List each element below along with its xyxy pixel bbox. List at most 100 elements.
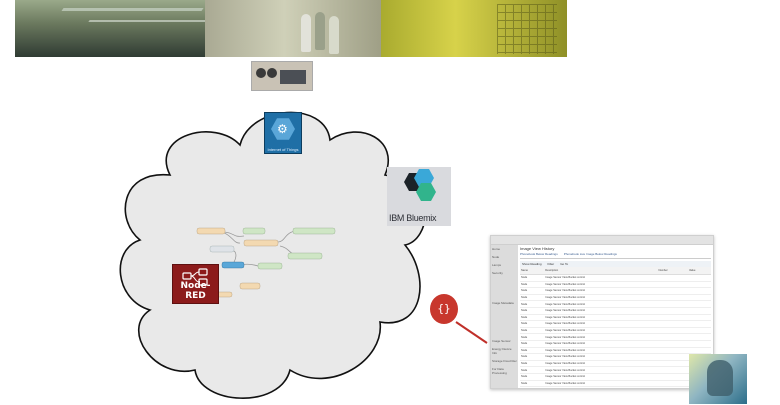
table-cell: Node xyxy=(520,366,545,374)
table-cell xyxy=(657,307,688,315)
col-name[interactable]: Name xyxy=(520,267,545,275)
table-cell xyxy=(687,347,711,355)
tab-readings[interactable]: Phonebook Below Readings xyxy=(520,252,558,256)
table-cell xyxy=(657,320,688,328)
header-photo-strip xyxy=(15,0,567,57)
table-cell: Node xyxy=(520,314,545,322)
table-cell: Node xyxy=(520,340,545,348)
table-cell: Node xyxy=(520,281,545,289)
dashboard-title: Image View History xyxy=(520,246,555,251)
sidebar-item[interactable]: Home xyxy=(492,247,501,251)
sidebar-item[interactable]: Image Metadata xyxy=(492,301,514,305)
json-badge: {} xyxy=(430,294,458,324)
sidebar-item[interactable]: Node xyxy=(492,255,500,259)
table-cell: Node xyxy=(520,333,545,341)
table-cell: Node xyxy=(520,327,545,335)
sidebar-item[interactable]: For Data Processing xyxy=(492,367,507,375)
connector-line xyxy=(455,321,488,344)
table-cell xyxy=(657,380,688,388)
tab-live-image[interactable]: Phonebook Live Image Below Readings xyxy=(563,252,617,256)
helmet-photo xyxy=(689,354,747,404)
table-cell: Node xyxy=(520,373,545,381)
hexagon-logo-icon xyxy=(404,169,436,201)
table-cell xyxy=(657,274,688,282)
internet-of-things-tile: ⚙ Internet of Things xyxy=(264,112,302,154)
col-value[interactable]: Value xyxy=(687,267,711,275)
table-cell: Node xyxy=(520,274,545,282)
table-cell: Image Sensor View Bucket control xyxy=(544,287,658,295)
table-cell: Image Sensor View Bucket control xyxy=(544,386,658,388)
table-cell: Image Sensor View Bucket control xyxy=(544,327,658,335)
table-cell xyxy=(687,320,711,328)
table-cell: Image Sensor View Bucket control xyxy=(544,274,658,282)
table-cell xyxy=(687,294,711,302)
table-cell xyxy=(657,314,688,322)
table-cell xyxy=(687,281,711,289)
table-cell: Node xyxy=(520,307,545,315)
browser-topbar xyxy=(491,236,713,245)
cloud-shape xyxy=(119,111,426,399)
dashboard-toolbar: Show Reading Filter Go To xyxy=(520,261,711,267)
table-cell: Node xyxy=(520,300,545,308)
table-cell xyxy=(687,333,711,341)
table-cell: Image Sensor View Bucket control xyxy=(544,300,658,308)
hexagon-icon xyxy=(271,118,295,140)
show-reading-button[interactable]: Show Reading xyxy=(522,262,542,266)
table-cell: Image Sensor View Bucket control xyxy=(544,353,658,361)
filter-button[interactable]: Filter xyxy=(547,262,555,266)
table-cell: Image Sensor View Bucket control xyxy=(544,347,658,355)
sidebar-item[interactable]: Storage Fixed Rec xyxy=(492,359,517,363)
table-cell xyxy=(687,287,711,295)
col-description[interactable]: Description xyxy=(544,267,658,275)
goto-button[interactable]: Go To xyxy=(560,262,569,266)
escalator-photo xyxy=(15,0,210,57)
table-cell xyxy=(657,300,688,308)
table-cell: Node xyxy=(520,294,545,302)
sidebar-item[interactable]: Security xyxy=(492,271,503,275)
table-cell xyxy=(657,360,688,368)
sidebar-item[interactable]: Energy Device Info xyxy=(492,347,512,355)
table-cell xyxy=(687,307,711,315)
table-cell: Image Sensor View Bucket control xyxy=(544,320,658,328)
table-cell: Node xyxy=(520,347,545,355)
dashboard-screenshot: Home Node Lamps Security Image Metadata … xyxy=(490,235,714,389)
table-cell xyxy=(657,333,688,341)
sidebar-item[interactable]: Lamps xyxy=(492,263,502,267)
dashboard-sidebar: Home Node Lamps Security Image Metadata … xyxy=(491,245,518,388)
table-cell: Image Sensor View Bucket control xyxy=(544,340,658,348)
table-cell xyxy=(657,294,688,302)
table-cell: Image Sensor View Bucket control xyxy=(544,380,658,388)
table-header: Name Description Number Value xyxy=(520,267,711,275)
table-cell xyxy=(687,327,711,335)
col-number[interactable]: Number xyxy=(657,267,688,275)
table-cell xyxy=(687,300,711,308)
table-cell: Image Sensor View Bucket control xyxy=(544,281,658,289)
sidebar-item[interactable]: Image Sensor xyxy=(492,339,511,343)
table-cell xyxy=(657,347,688,355)
table-cell: Image Sensor View Bucket control xyxy=(544,373,658,381)
table-cell xyxy=(657,340,688,348)
table-cell xyxy=(657,281,688,289)
dashboard-tabs: Phonebook Below Readings Phonebook Live … xyxy=(520,252,711,259)
nodered-logo: Node-RED xyxy=(172,264,219,304)
